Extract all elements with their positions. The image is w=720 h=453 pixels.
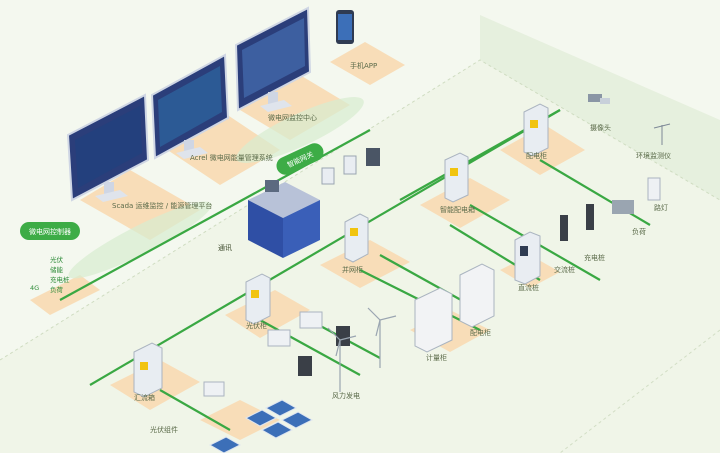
pad-cabinet-center <box>320 240 410 288</box>
phone-icon <box>336 10 354 44</box>
box-main <box>133 342 163 398</box>
label-comm: 通讯 <box>218 243 232 252</box>
label-monitor-left: Scada 运维监控 / 能源管理平台 <box>112 201 212 210</box>
floor-edge-right <box>559 329 720 453</box>
monitor-mid <box>150 53 230 160</box>
label-box-main: 汇流箱 <box>134 393 155 402</box>
cabinet-right-top <box>444 152 469 203</box>
label-load: 负荷 <box>632 227 646 236</box>
dc-pile <box>514 231 541 285</box>
label-ac-pile: 交流桩 <box>554 265 575 274</box>
label-cabinet-center: 并网柜 <box>342 265 363 274</box>
label-wind: 风力发电 <box>332 391 360 400</box>
ems-pill: 微电网控制器 <box>20 222 80 240</box>
label-cabinet-right-top: 智能配电箱 <box>440 205 475 214</box>
label-meter2: 配电柜 <box>470 328 491 337</box>
pv-cabinet <box>245 273 271 325</box>
ems-pill-label: 微电网控制器 <box>29 227 71 236</box>
label-phone: 手机APP <box>350 61 377 70</box>
pad-panel <box>200 400 280 440</box>
pad-phone <box>330 42 405 85</box>
label-pole: 路灯 <box>654 203 668 212</box>
pad-side <box>30 275 100 315</box>
wind-turbine-2 <box>367 307 397 368</box>
label-weather: 环境监测仪 <box>636 151 671 160</box>
pcs-unit <box>248 180 320 258</box>
bus-branch-1 <box>539 159 651 226</box>
comm-halo-2 <box>68 201 212 279</box>
label-dc-pile: 直流桩 <box>518 283 539 292</box>
weather-station-icon <box>653 123 671 145</box>
bus-branch-5 <box>259 319 361 376</box>
side-item-3: 负荷 <box>50 285 64 294</box>
pad-cabinet-right-top <box>420 178 510 228</box>
label-monitor-right: 微电网监控中心 <box>268 113 317 122</box>
pad-monitor-right <box>240 75 350 140</box>
side-4g-icon: 4G <box>30 284 39 292</box>
floor-back-wall <box>480 15 720 200</box>
solar-panels <box>208 399 314 453</box>
gateway-pill: 智能网关 <box>276 143 324 175</box>
label-meter1: 计量柜 <box>426 353 447 362</box>
side-item-1: 储能 <box>50 265 64 274</box>
chargers-right <box>560 177 661 241</box>
wind-turbine-1 <box>327 327 357 392</box>
meter-cabinets <box>414 263 495 353</box>
bus-branch-7 <box>379 254 471 306</box>
camera-icon <box>588 94 610 104</box>
label-cabinet-top: 配电柜 <box>526 151 547 160</box>
monitor-left <box>66 93 150 202</box>
label-charge-pile: 充电桩 <box>584 253 605 262</box>
side-item-2: 充电桩 <box>50 275 70 284</box>
side-item-0: 光伏 <box>50 255 64 264</box>
cabinet-center <box>344 213 369 263</box>
comm-halo-1 <box>236 97 364 163</box>
side-list: 光伏 储能 充电桩 负荷 <box>50 255 70 294</box>
label-panel: 光伏组件 <box>150 425 178 434</box>
bus-main-long <box>89 109 561 386</box>
monitor-right <box>234 6 312 112</box>
label-monitor-mid: Acrel 微电网能量管理系统 <box>190 153 273 162</box>
floor-edge-dashed <box>0 59 720 361</box>
cabinet-top <box>523 103 549 157</box>
label-pv-cabinet: 光伏柜 <box>246 321 267 330</box>
side-4g-label: 4G <box>30 284 39 292</box>
meter-icons <box>321 148 380 185</box>
label-camera: 摄像头 <box>590 123 611 132</box>
bus-branch-6 <box>159 389 231 431</box>
